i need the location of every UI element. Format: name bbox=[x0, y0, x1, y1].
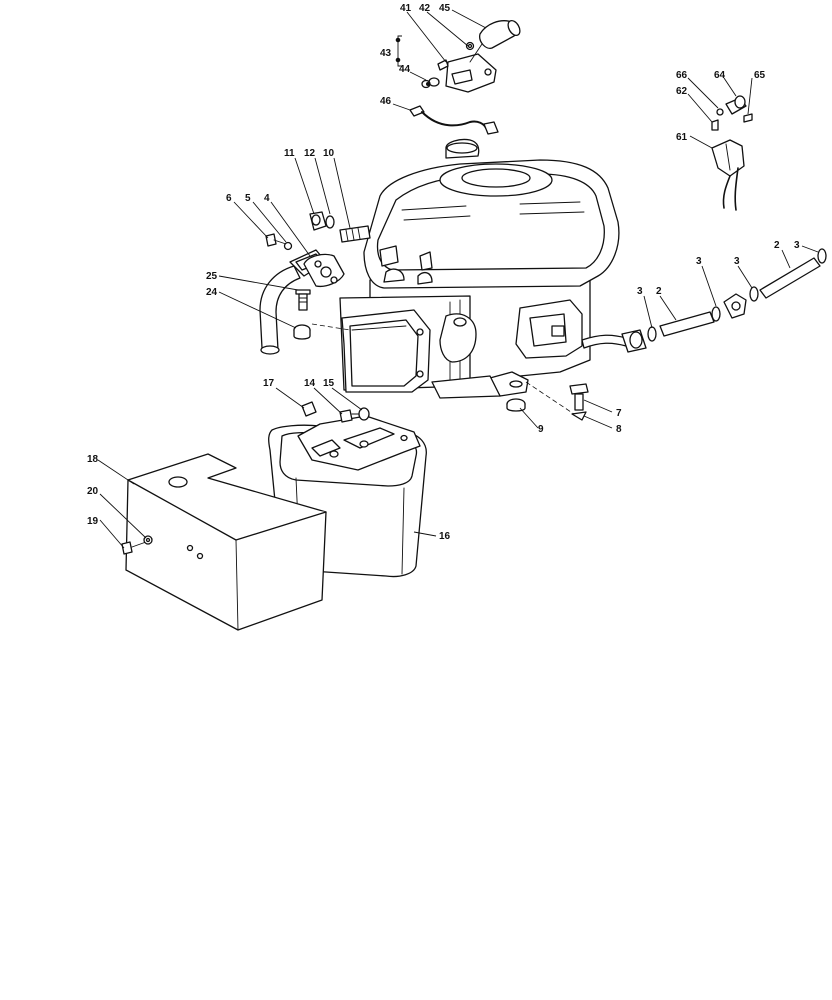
callout-46: 46 bbox=[380, 96, 392, 107]
mount-bolt bbox=[293, 289, 351, 340]
callout-45: 45 bbox=[439, 3, 451, 14]
callout-20: 20 bbox=[87, 486, 99, 497]
callout-10: 10 bbox=[323, 148, 335, 159]
callout-9: 9 bbox=[538, 424, 544, 435]
switch-assembly bbox=[711, 95, 753, 211]
callout-43: 43 bbox=[380, 48, 392, 59]
callout-25: 25 bbox=[206, 271, 218, 282]
callout-3c: 3 bbox=[734, 256, 740, 267]
callout-labels: 41 42 45 43 44 46 66 64 65 62 61 11 12 1… bbox=[87, 3, 800, 542]
callout-7: 7 bbox=[616, 408, 622, 419]
callout-24: 24 bbox=[206, 287, 218, 298]
callout-2a: 2 bbox=[656, 286, 662, 297]
callout-64: 64 bbox=[714, 70, 726, 81]
callout-44: 44 bbox=[399, 64, 411, 75]
callout-62: 62 bbox=[676, 86, 688, 97]
callout-19: 19 bbox=[87, 516, 99, 527]
heat-shield-18 bbox=[125, 453, 327, 631]
callout-61: 61 bbox=[676, 132, 688, 143]
mount-hardware bbox=[506, 381, 589, 421]
callout-3a: 3 bbox=[637, 286, 643, 297]
callout-2b: 2 bbox=[774, 240, 780, 251]
bracket-fasteners bbox=[301, 401, 370, 423]
callout-3d: 3 bbox=[794, 240, 800, 251]
callout-16: 16 bbox=[439, 531, 451, 542]
callout-14: 14 bbox=[304, 378, 316, 389]
fuel-line bbox=[581, 248, 827, 353]
callout-3b: 3 bbox=[696, 256, 702, 267]
callout-66: 66 bbox=[676, 70, 688, 81]
callout-17: 17 bbox=[263, 378, 275, 389]
callout-5: 5 bbox=[245, 193, 251, 204]
callout-42: 42 bbox=[419, 3, 431, 14]
callout-65: 65 bbox=[754, 70, 766, 81]
wire-harness bbox=[409, 105, 499, 135]
throttle-control-assembly bbox=[395, 19, 521, 93]
callout-12: 12 bbox=[304, 148, 316, 159]
callout-41: 41 bbox=[400, 3, 412, 14]
callout-15: 15 bbox=[323, 378, 335, 389]
callout-4: 4 bbox=[264, 193, 270, 204]
callout-11: 11 bbox=[284, 148, 295, 159]
callout-8: 8 bbox=[616, 424, 622, 435]
leader-lines bbox=[97, 9, 819, 549]
engine-body bbox=[339, 138, 620, 399]
callout-18: 18 bbox=[87, 454, 99, 465]
callout-6: 6 bbox=[226, 193, 232, 204]
exhaust-pipe bbox=[259, 233, 345, 355]
stud-bolt bbox=[309, 211, 371, 243]
